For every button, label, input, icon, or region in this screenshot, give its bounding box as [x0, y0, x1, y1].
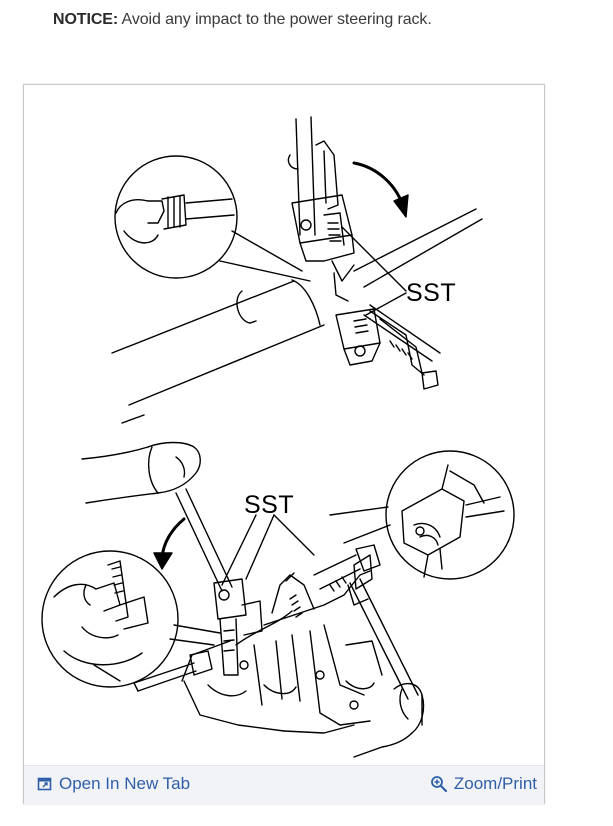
zoom-print-button[interactable]: Zoom/Print: [430, 774, 537, 794]
notice-text: NOTICE: Avoid any impact to the power st…: [53, 11, 432, 29]
open-in-new-tab-icon: [37, 776, 53, 792]
open-in-new-tab-label: Open In New Tab: [59, 774, 191, 793]
repair-illustration: [41, 116, 515, 758]
figure-toolbar: Open In New Tab Zoom/Print: [24, 765, 544, 804]
figure-frame: SST SST Open In New Tab Zoom/Print: [23, 84, 545, 804]
magnifier-plus-icon: [430, 775, 448, 793]
notice-message: Avoid any impact to the power steering r…: [118, 11, 432, 28]
zoom-print-label: Zoom/Print: [453, 774, 537, 793]
notice-label: NOTICE:: [53, 11, 119, 28]
open-in-new-tab-button[interactable]: Open In New Tab: [37, 774, 190, 794]
sst-callout-bottom: SST: [244, 491, 295, 519]
sst-callout-top: SST: [406, 279, 457, 307]
